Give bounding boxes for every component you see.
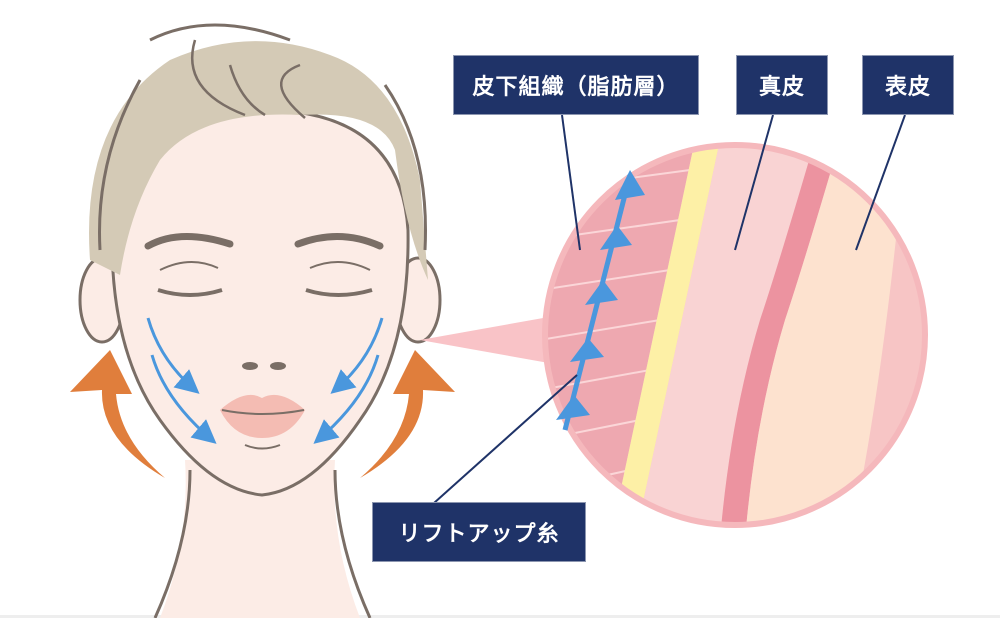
basal-layer — [720, 145, 840, 525]
dermis-layer — [635, 145, 815, 525]
face-illustration — [78, 23, 442, 618]
lift-up-arrows — [70, 350, 455, 478]
lips — [220, 394, 305, 438]
label-lift-thread: リフトアップ糸 — [372, 502, 586, 562]
magnifier-pointer — [420, 315, 560, 365]
label-dermis: 真皮 — [736, 55, 828, 115]
label-subcutaneous: 皮下組織（脂肪層） — [453, 55, 699, 115]
lift-thread-cross-section — [556, 170, 645, 431]
hair — [89, 41, 428, 281]
leader-lines — [433, 114, 906, 504]
label-epidermis: 表皮 — [862, 55, 954, 115]
thread-arrows-face — [146, 317, 384, 444]
yellow-fat-band — [610, 145, 720, 525]
